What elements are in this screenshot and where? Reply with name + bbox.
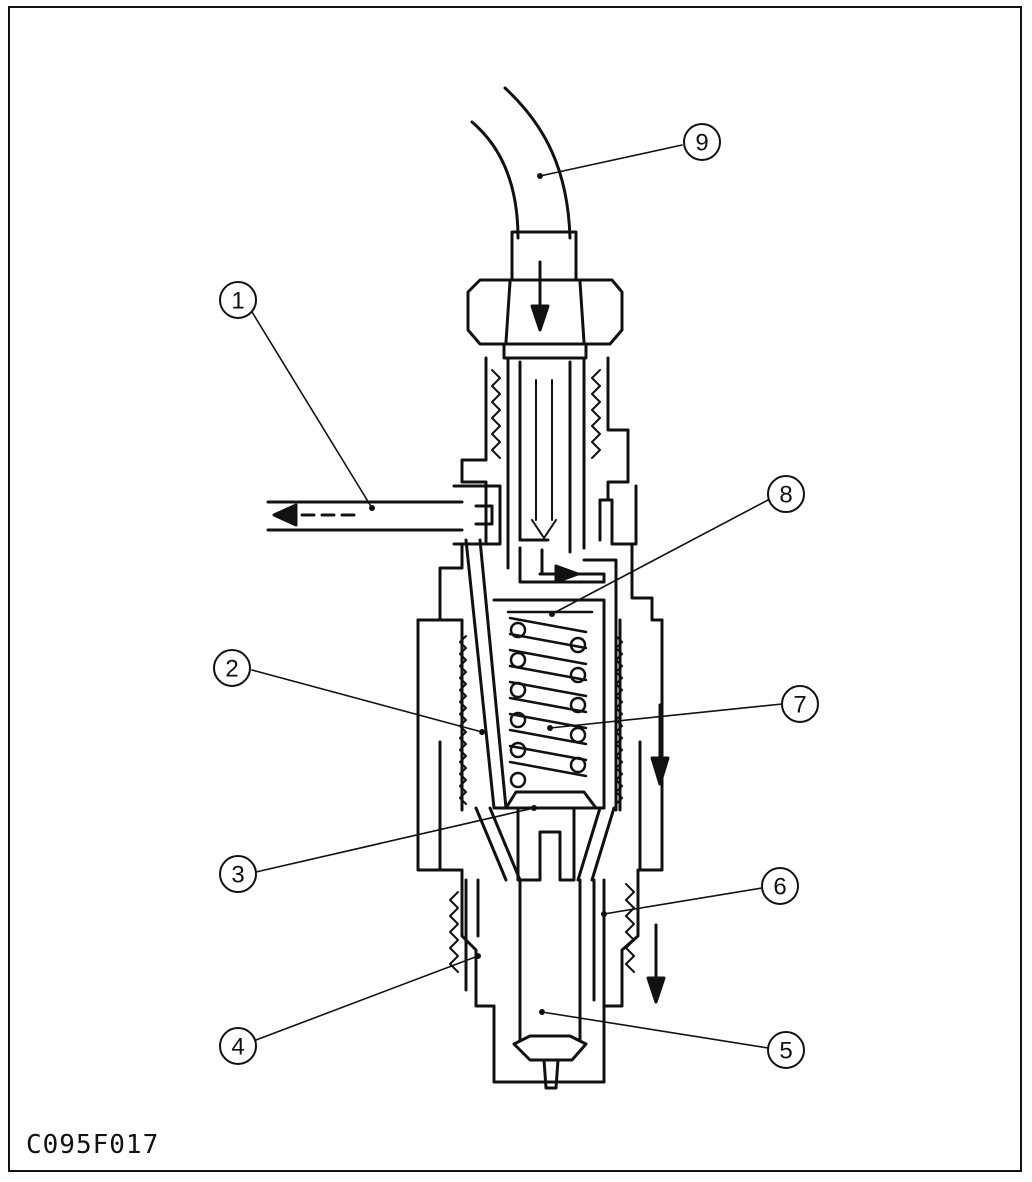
pressure-pin — [474, 790, 616, 882]
leader-dots — [369, 173, 607, 1015]
pressure-spring — [506, 610, 594, 789]
callout-5-label: 5 — [779, 1038, 792, 1065]
callout-8: 8 — [767, 475, 805, 513]
callout-2: 2 — [213, 649, 251, 687]
callout-9-label: 9 — [695, 130, 708, 157]
callout-7-label: 7 — [793, 692, 806, 719]
figure-code: C095F017 — [26, 1130, 160, 1160]
callout-2-label: 2 — [225, 656, 238, 683]
callout-5-circle — [767, 1031, 805, 1069]
callout-4-label: 4 — [231, 1034, 244, 1061]
callout-3-circle — [219, 855, 257, 893]
callout-1-circle — [219, 281, 257, 319]
inlet-connector — [460, 356, 630, 570]
callout-8-label: 8 — [779, 482, 792, 509]
callout-7-circle — [781, 685, 819, 723]
callout-8-circle — [767, 475, 805, 513]
callout-1-label: 1 — [231, 288, 244, 315]
callout-6: 6 — [761, 867, 799, 905]
fuel-supply-pipe — [470, 86, 578, 282]
spring-chamber — [464, 538, 618, 812]
callout-3-label: 3 — [231, 862, 244, 889]
callouts: 1 2 3 4 5 6 7 8 9 — [213, 123, 819, 1069]
callout-6-label: 6 — [773, 874, 786, 901]
callout-4-circle — [219, 1027, 257, 1065]
leader-lines — [251, 144, 783, 1049]
callout-5: 5 — [767, 1031, 805, 1069]
callout-1: 1 — [219, 281, 257, 319]
leak-off-pipe — [266, 484, 502, 546]
callout-3: 3 — [219, 855, 257, 893]
nozzle-assembly — [438, 868, 640, 1090]
callout-2-circle — [213, 649, 251, 687]
figure-frame — [8, 6, 1022, 1172]
callout-4: 4 — [219, 1027, 257, 1065]
flow-arrows — [272, 260, 670, 1004]
callout-9: 9 — [683, 123, 721, 161]
callout-6-circle — [761, 867, 799, 905]
callout-9-circle — [683, 123, 721, 161]
callout-7: 7 — [781, 685, 819, 723]
union-nut — [466, 278, 624, 360]
nozzle-holder-upper — [416, 484, 664, 872]
